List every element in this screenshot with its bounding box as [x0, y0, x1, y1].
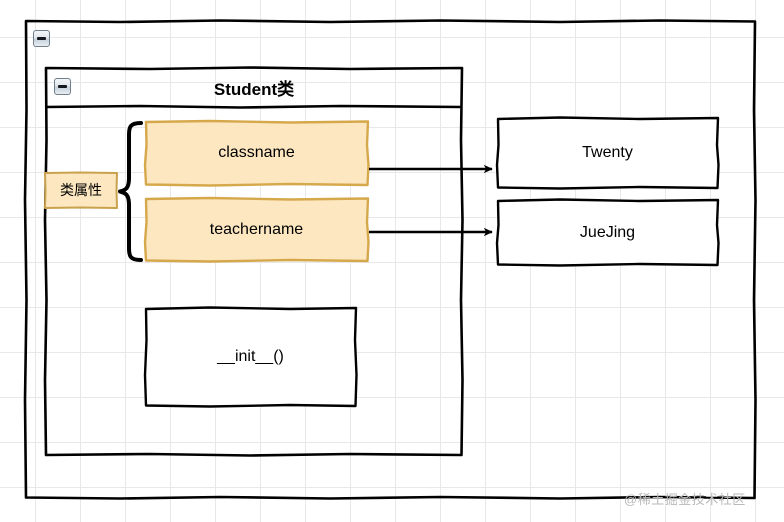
watermark: @稀土掘金技术社区	[624, 492, 746, 507]
value-box-juejing[interactable]	[495, 198, 720, 267]
method-box-init[interactable]	[143, 306, 358, 408]
minus-icon-outer-collapse[interactable]	[33, 30, 50, 47]
attribute-group-brace	[118, 121, 143, 262]
class-header-separator	[45, 104, 462, 109]
attribute-box-teachername[interactable]	[143, 196, 370, 263]
attribute-box-classname[interactable]	[143, 119, 370, 187]
class-container-frame	[43, 66, 464, 457]
outer-container-frame	[23, 19, 757, 500]
value-box-twenty[interactable]	[495, 116, 720, 190]
minus-icon-class-collapse[interactable]	[54, 78, 71, 95]
attribute-group-tag-box	[44, 171, 118, 209]
